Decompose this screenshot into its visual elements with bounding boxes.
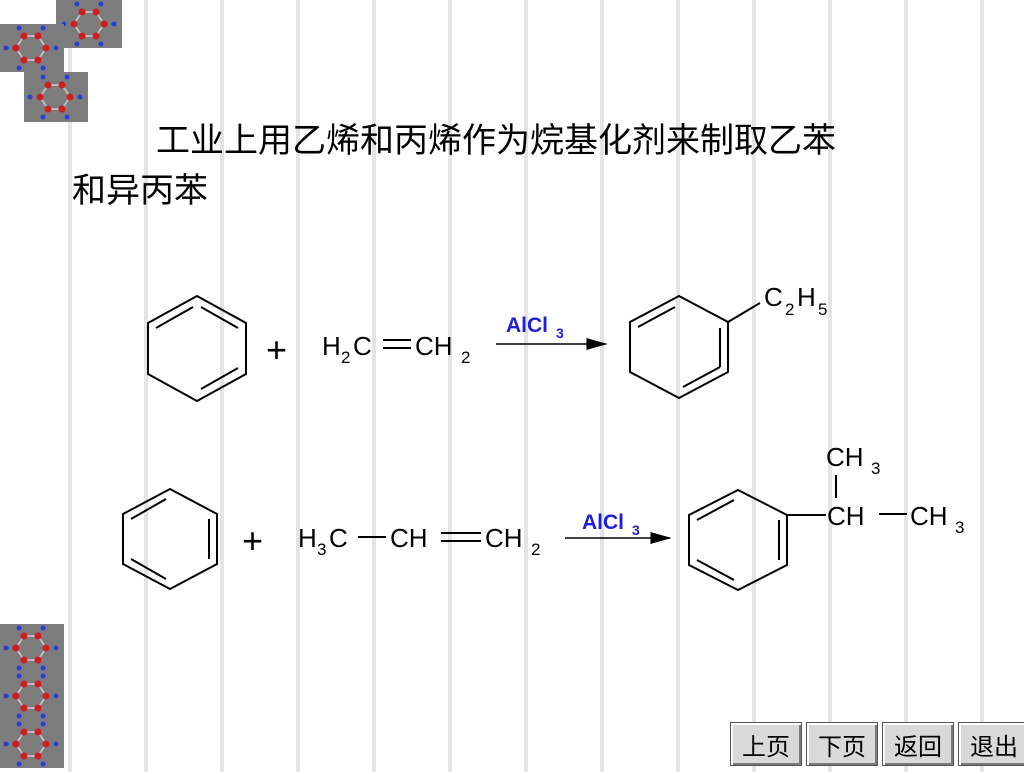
ethyl-h: H (797, 282, 816, 312)
ethyl-group: C 2 H 5 (764, 282, 827, 319)
ethylene-c2-sub: 2 (461, 348, 470, 367)
propylene-ch2-sub: 2 (531, 540, 540, 559)
propylene-h: H (298, 523, 317, 553)
isopropyl-ch3-right: CH (910, 501, 948, 531)
back-button[interactable]: 返回 (882, 722, 954, 766)
isopropyl-ch3-top-sub: 3 (871, 459, 880, 478)
ethyl-c: C (764, 282, 783, 312)
reaction-1: + H 2 C CH 2 AlCl 3 (147, 282, 827, 403)
title-line-2: 和异丙苯 (72, 171, 208, 211)
slide-title: 工业上用乙烯和丙烯作为烷基化剂来制取乙苯 和异丙苯 (72, 116, 972, 216)
prev-page-button[interactable]: 上页 (730, 722, 802, 766)
isopropyl-group: CH 3 CH CH 3 (826, 442, 964, 537)
isopropyl-ch3-right-sub: 3 (955, 518, 964, 537)
slide-navigation: 上页 下页 返回 退出 (730, 722, 1024, 766)
molecule-tile-icon (0, 720, 64, 768)
catalyst-2-sub: 3 (632, 522, 640, 538)
isopropyl-ch: CH (827, 501, 865, 531)
plus-sign-2: + (242, 520, 263, 561)
propylene-ch: CH (390, 523, 428, 553)
next-page-button[interactable]: 下页 (806, 722, 878, 766)
molecule-tile-icon (0, 624, 64, 672)
catalyst-1: AlCl 3 (506, 314, 564, 341)
ethyl-h-sub: 5 (818, 300, 827, 319)
exit-button[interactable]: 退出 (958, 722, 1024, 766)
propylene-h-sub: 3 (317, 540, 326, 559)
molecule-tile-icon (56, 0, 122, 48)
catalyst-1-main: AlCl (506, 314, 548, 337)
catalyst-1-sub: 3 (556, 325, 564, 341)
isopropyl-ch3-top: CH (826, 442, 864, 472)
ethylene: H 2 C CH 2 (322, 331, 470, 367)
molecule-tile-icon (24, 72, 88, 122)
ethylbenzene-ring (629, 294, 761, 400)
ethylene-h-sub: 2 (341, 348, 350, 367)
cumene-ring (688, 475, 907, 592)
benzene-2 (122, 487, 218, 591)
catalyst-2-main: AlCl (582, 511, 624, 534)
benzene-1 (147, 294, 247, 403)
ethylene-c2: CH (415, 331, 453, 361)
propylene-c: C (329, 523, 348, 553)
propylene: H 3 C CH CH 2 (298, 523, 540, 559)
title-line-1-text: 工业上用乙烯和丙烯作为烷基化剂来制取乙苯 (156, 121, 836, 161)
reaction-2: + H 3 C CH CH 2 AlCl 3 (122, 442, 964, 592)
ethylene-h: H (322, 331, 341, 361)
title-line-1: 工业上用乙烯和丙烯作为烷基化剂来制取乙苯 (72, 116, 972, 166)
plus-sign-1: + (266, 329, 287, 370)
ethyl-c-sub: 2 (785, 300, 794, 319)
molecule-tile-icon (0, 24, 64, 72)
catalyst-2: AlCl 3 (582, 511, 640, 538)
molecule-tile-icon (0, 672, 64, 720)
ethylene-c1: C (353, 331, 372, 361)
propylene-ch2: CH (485, 523, 523, 553)
